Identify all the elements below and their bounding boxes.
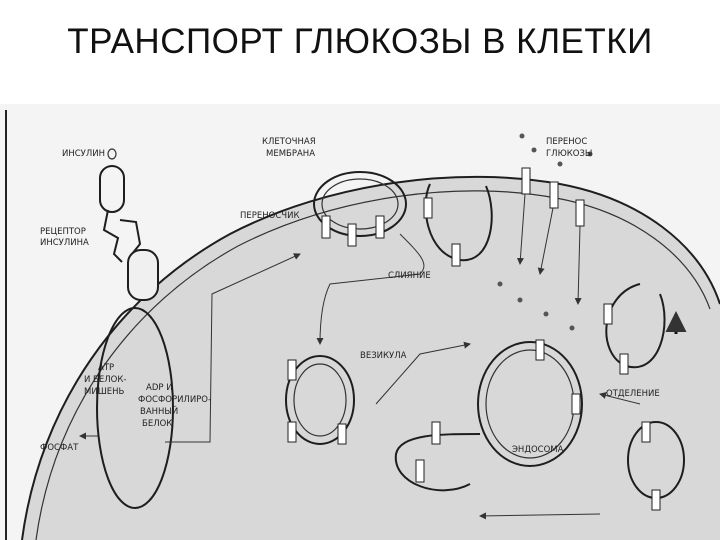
label-adp-3: ВАННЫЙ: [140, 405, 178, 417]
vesicle: [285, 355, 355, 445]
membrane-transporters: [497, 133, 593, 331]
label-carrier: ПЕРЕНОСЧИК: [240, 211, 300, 221]
label-membrane-1: КЛЕТОЧНАЯ: [262, 137, 316, 147]
endosome: [394, 339, 583, 492]
carrier-vesicle: [313, 171, 407, 247]
label-atp-1: АТР: [98, 363, 114, 373]
slide-title: ТРАНСПОРТ ГЛЮКОЗЫ В КЛЕТКИ: [67, 22, 653, 61]
label-atp-3: МИШЕНЬ: [84, 387, 125, 397]
label-adp-4: БЕЛОК: [142, 419, 172, 429]
fusing-vesicle: [423, 183, 493, 267]
label-vesicle: ВЕЗИКУЛА: [360, 351, 407, 361]
label-insulin: ИНСУЛИН: [62, 149, 105, 159]
small-vesicle: [627, 421, 685, 511]
cell-interior: [22, 176, 720, 540]
glucose-transport-diagram: ИНСУЛИН РЕЦЕПТОР ИНСУЛИНА КЛЕТОЧНАЯ МЕМБ…: [0, 104, 720, 540]
label-separation: ОТДЕЛЕНИЕ: [606, 389, 660, 399]
label-receptor-1: РЕЦЕПТОР: [40, 227, 86, 237]
separating-vesicle: [603, 283, 687, 375]
label-adp-2: ФОСФОРИЛИРО-: [138, 395, 211, 405]
label-adp-1: ADP И: [146, 383, 173, 393]
atp-cycle: [96, 307, 174, 509]
label-glucose-transfer-1: ПЕРЕНОС: [546, 137, 587, 147]
label-glucose-transfer-2: ГЛЮКОЗЫ: [546, 149, 592, 159]
insulin-receptor: [99, 148, 159, 301]
label-endosome: ЭНДОСОМА: [512, 445, 564, 455]
label-atp-2: И БЕЛОК-: [84, 375, 126, 385]
label-receptor-2: ИНСУЛИНА: [40, 238, 89, 248]
label-fusion: СЛИЯНИЕ: [388, 271, 431, 281]
label-phosphate: ФОСФАТ: [40, 443, 79, 453]
label-membrane-2: МЕМБРАНА: [266, 149, 315, 159]
cell-membrane: [21, 175, 720, 540]
